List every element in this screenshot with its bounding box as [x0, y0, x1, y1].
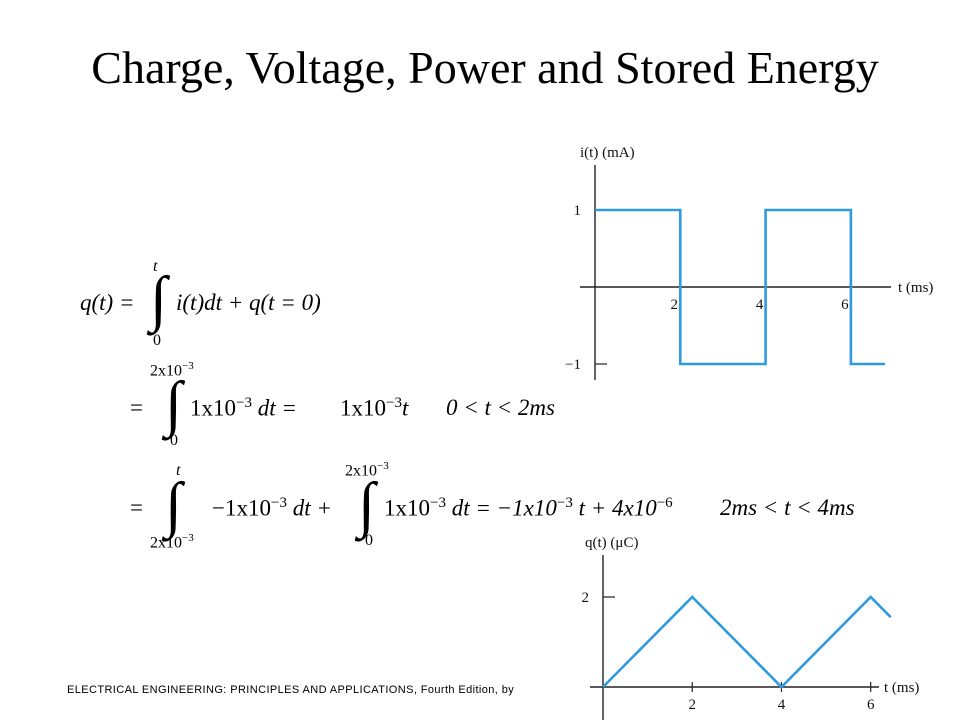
- eq2-condition: 0 < t < 2ms: [446, 395, 555, 420]
- eq3-a-lower-limit: 2x10−3: [150, 532, 194, 552]
- eq2-body: 1x10−3 dt =: [190, 395, 297, 421]
- y-tick-label: 2: [582, 590, 590, 606]
- charge-plot: 2 4 6 2 q(t) (μC) t (ms): [582, 535, 919, 720]
- x-axis-label: t (ms): [884, 680, 919, 696]
- eq3-a-body: −1x10−3 dt +: [212, 495, 332, 521]
- footer-citation: ELECTRICAL ENGINEERING: PRINCIPLES AND A…: [67, 684, 515, 696]
- eq2-equals: =: [130, 395, 143, 420]
- integral-icon: ∫: [150, 265, 167, 333]
- eq3-b-upper-limit: 2x10−3: [345, 460, 389, 480]
- integral-icon: ∫: [165, 370, 182, 438]
- eq2-lower-limit: 0: [170, 432, 178, 449]
- series-line: [602, 595, 892, 689]
- eq1-lower-limit: 0: [153, 332, 161, 349]
- x-tick-label: 2: [688, 697, 696, 713]
- eq3-a-upper-limit: t: [176, 462, 181, 479]
- y-tick-label: −1: [565, 357, 581, 373]
- integral-icon: ∫: [165, 471, 182, 539]
- eq1-lhs: q(t) =: [80, 290, 135, 315]
- x-tick-label: 4: [778, 697, 786, 713]
- x-tick-label: 4: [756, 297, 764, 313]
- x-tick-label: 2: [671, 297, 679, 313]
- current-plot: 2 4 6 1 −1 i(t) (mA) t (ms): [565, 145, 933, 380]
- y-tick-label: 1: [574, 203, 582, 219]
- eq3-b-body: 1x10−3 dt = −1x10−3 t + 4x10−6: [384, 495, 673, 521]
- eq3-condition: 2ms < t < 4ms: [720, 495, 855, 520]
- eq3-equals: =: [130, 495, 143, 520]
- eq3-b-lower-limit: 0: [365, 532, 373, 549]
- x-axis-label: t (ms): [898, 280, 933, 296]
- eq2-upper-limit: 2x10−3: [150, 360, 194, 380]
- eq2-result: 1x10−3t: [340, 395, 409, 421]
- series-line: [595, 208, 885, 366]
- x-tick-label: 6: [867, 697, 875, 713]
- eq1-upper-limit: t: [153, 258, 158, 275]
- eq1-body: i(t)dt + q(t = 0): [176, 290, 321, 315]
- slide-title: Charge, Voltage, Power and Stored Energy: [91, 42, 879, 93]
- y-axis-label: q(t) (μC): [585, 535, 638, 551]
- integral-icon: ∫: [358, 471, 375, 539]
- x-tick-label: 6: [841, 297, 849, 313]
- y-axis-label: i(t) (mA): [580, 145, 635, 161]
